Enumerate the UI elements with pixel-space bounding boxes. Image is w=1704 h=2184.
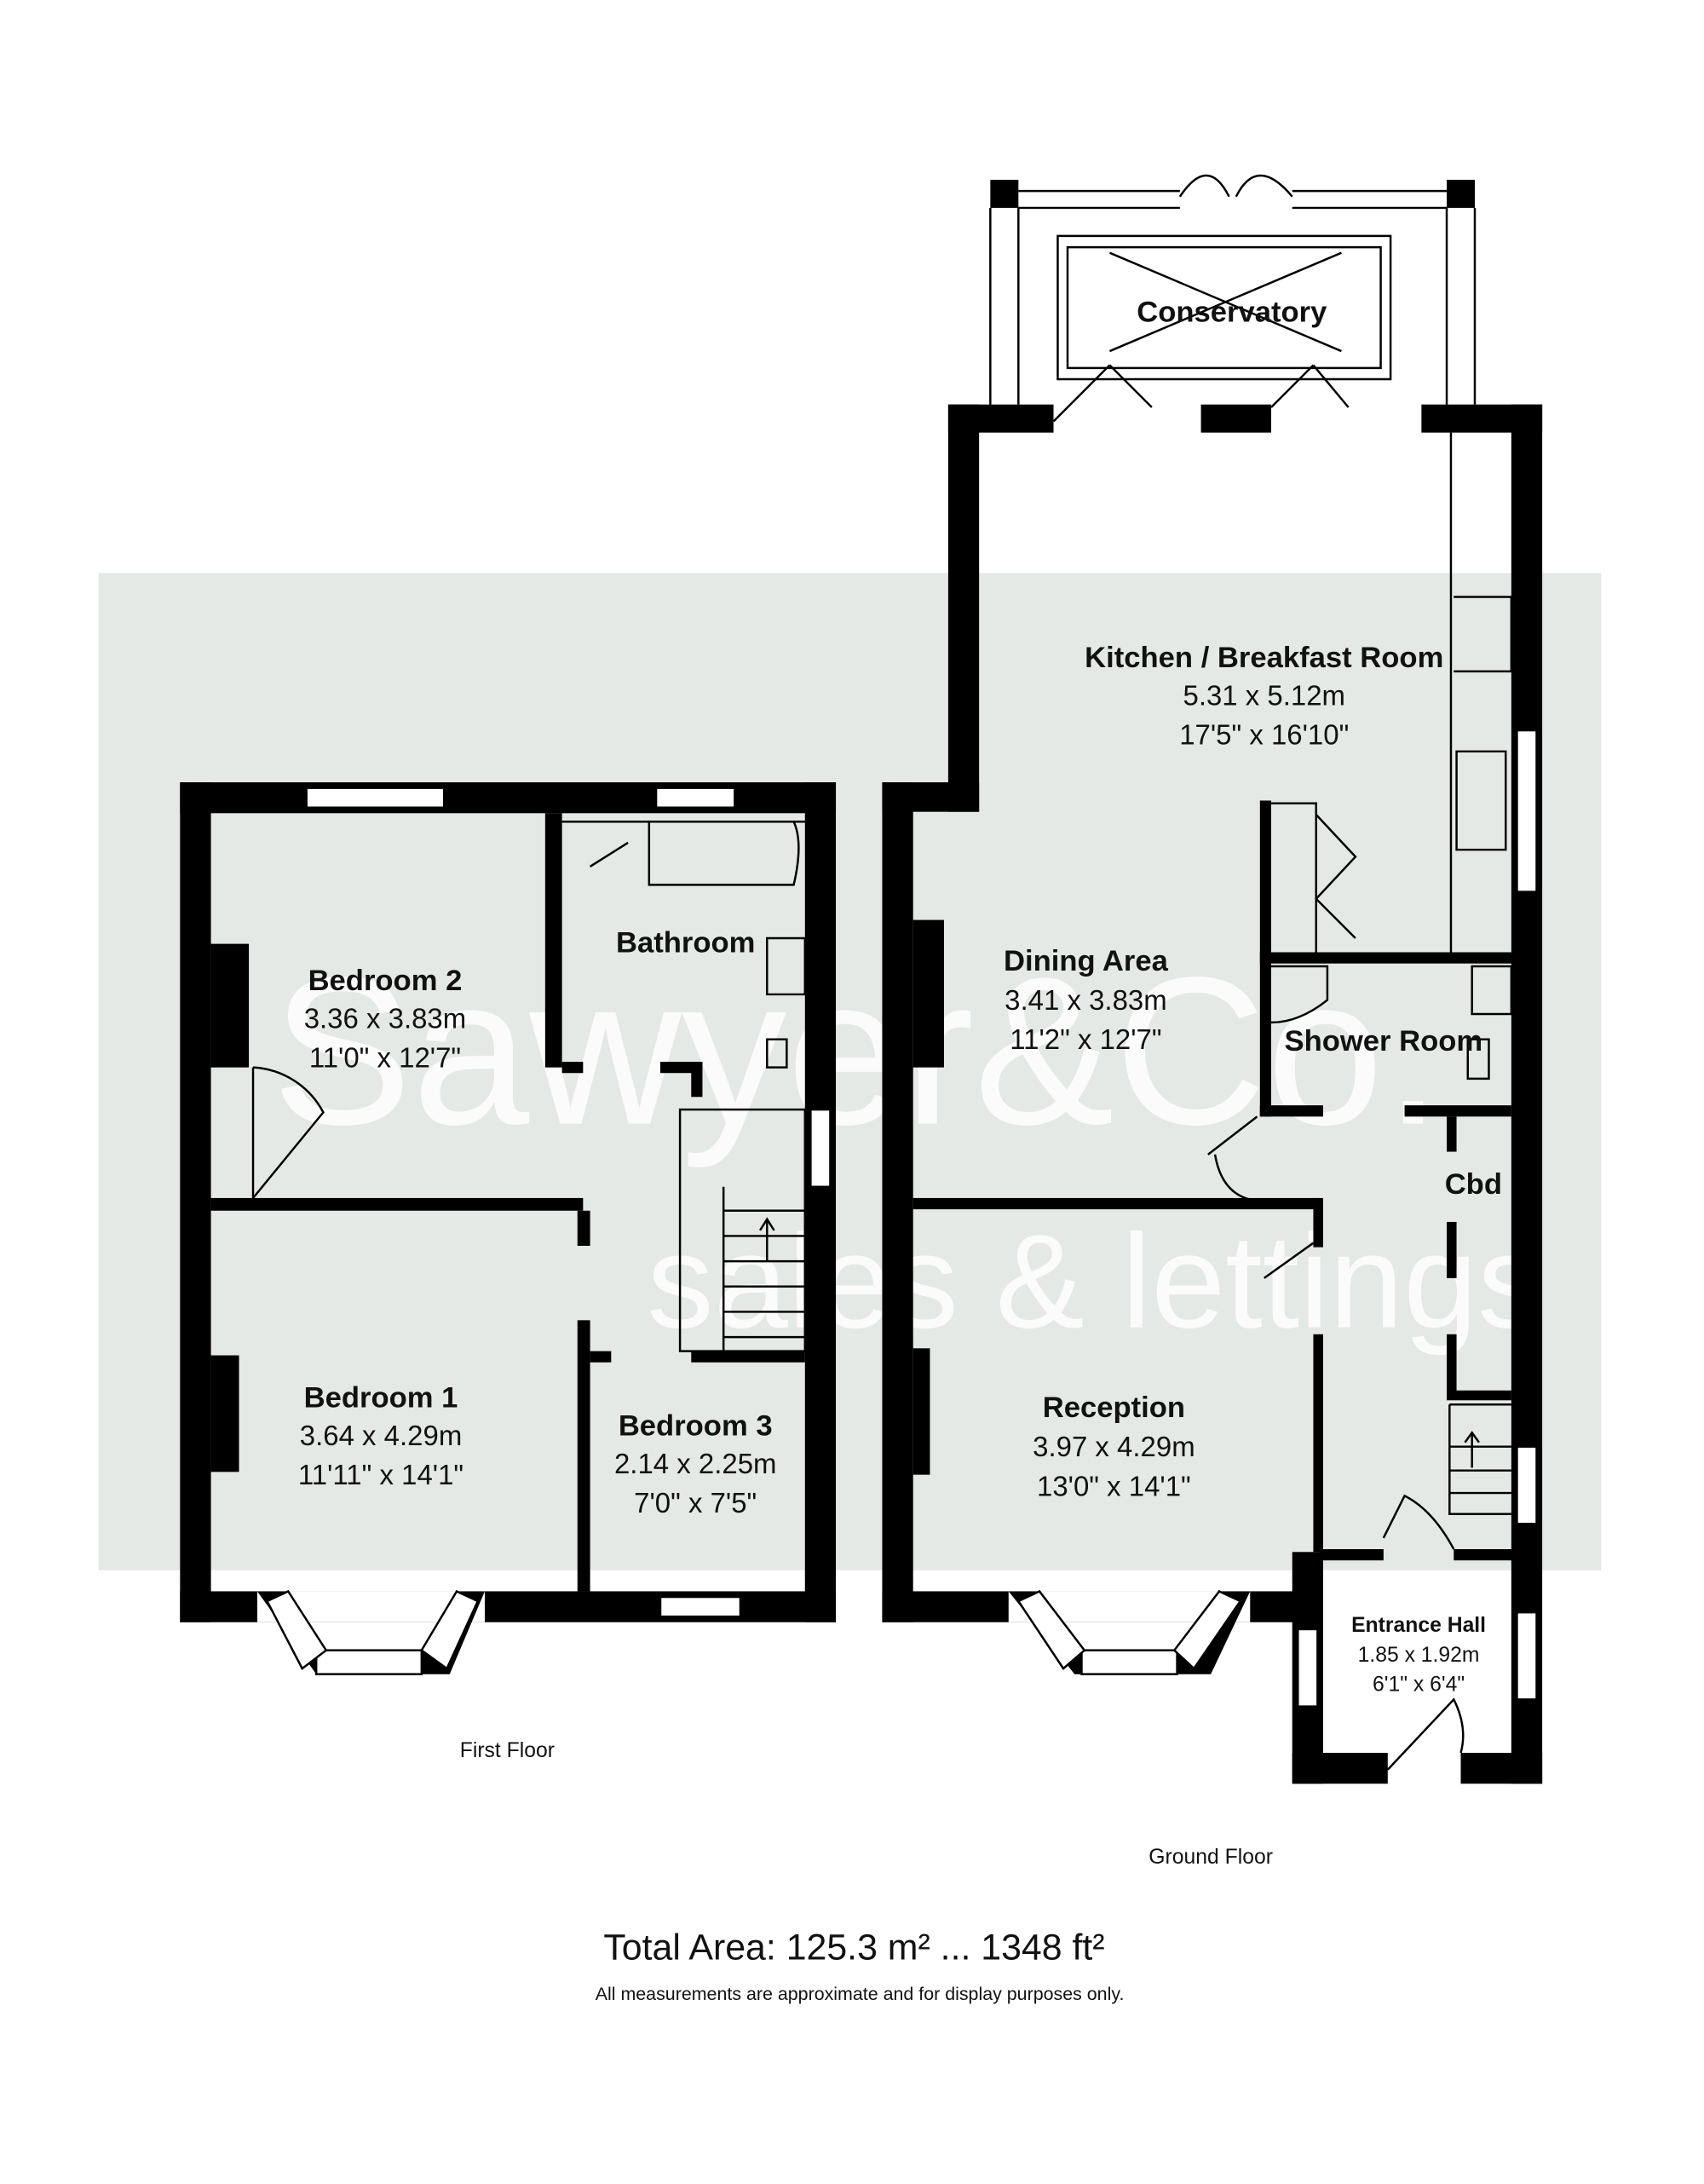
watermark-tagline: sales & lettings (647, 1207, 1544, 1357)
disclaimer: All measurements are approximate and for… (596, 1984, 1125, 2004)
first-floor-walls (180, 782, 837, 1675)
watermark-band (98, 573, 1602, 1570)
room-metric: 3.64 x 4.29m (300, 1420, 463, 1451)
room-imperial: 11'2" x 12'7" (1010, 1023, 1161, 1055)
room-imperial: 17'5" x 16'10" (1179, 719, 1349, 751)
room-name: Bedroom 3 (619, 1409, 773, 1442)
room-imperial: 11'11" x 14'1" (298, 1459, 463, 1490)
total-area: Total Area: 125.3 m² ... 1348 ft² (603, 1927, 1104, 1968)
first-floor-labels: Bedroom 2 3.36 x 3.83m 11'0" x 12'7" Bat… (298, 927, 777, 1762)
room-name: Bedroom 2 (308, 965, 463, 997)
room-metric: 5.31 x 5.12m (1183, 679, 1345, 711)
room-metric: 3.97 x 4.29m (1033, 1431, 1195, 1462)
room-imperial: 6'1" x 6'4" (1373, 1673, 1465, 1696)
room-imperial: 13'0" x 14'1" (1037, 1470, 1191, 1501)
room-imperial: 11'0" x 12'7" (309, 1042, 461, 1074)
room-name: Entrance Hall (1351, 1614, 1486, 1637)
ground-floor-walls (882, 174, 1543, 1784)
room-name: Kitchen / Breakfast Room (1085, 642, 1443, 674)
room-name: Conservatory (1137, 296, 1327, 328)
room-metric: 2.14 x 2.25m (614, 1448, 777, 1479)
room-name: Bathroom (616, 927, 755, 959)
room-metric: 3.36 x 3.83m (304, 1003, 467, 1034)
room-name: Dining Area (1004, 945, 1169, 977)
room-imperial: 7'0" x 7'5" (634, 1487, 757, 1518)
room-name: Reception (1043, 1392, 1185, 1424)
watermark-brand: Sawyer&Co. (272, 934, 1442, 1169)
floor-label: Ground Floor (1148, 1846, 1273, 1869)
room-name: Bedroom 1 (304, 1382, 458, 1415)
ground-floor-labels: Conservatory Kitchen / Breakfast Room 5.… (1004, 296, 1502, 1869)
floor-label: First Floor (460, 1739, 555, 1762)
room-name: Cbd (1445, 1168, 1502, 1201)
room-name: Shower Room (1285, 1025, 1483, 1057)
room-metric: 3.41 x 3.83m (1005, 984, 1167, 1016)
room-metric: 1.85 x 1.92m (1358, 1644, 1480, 1667)
